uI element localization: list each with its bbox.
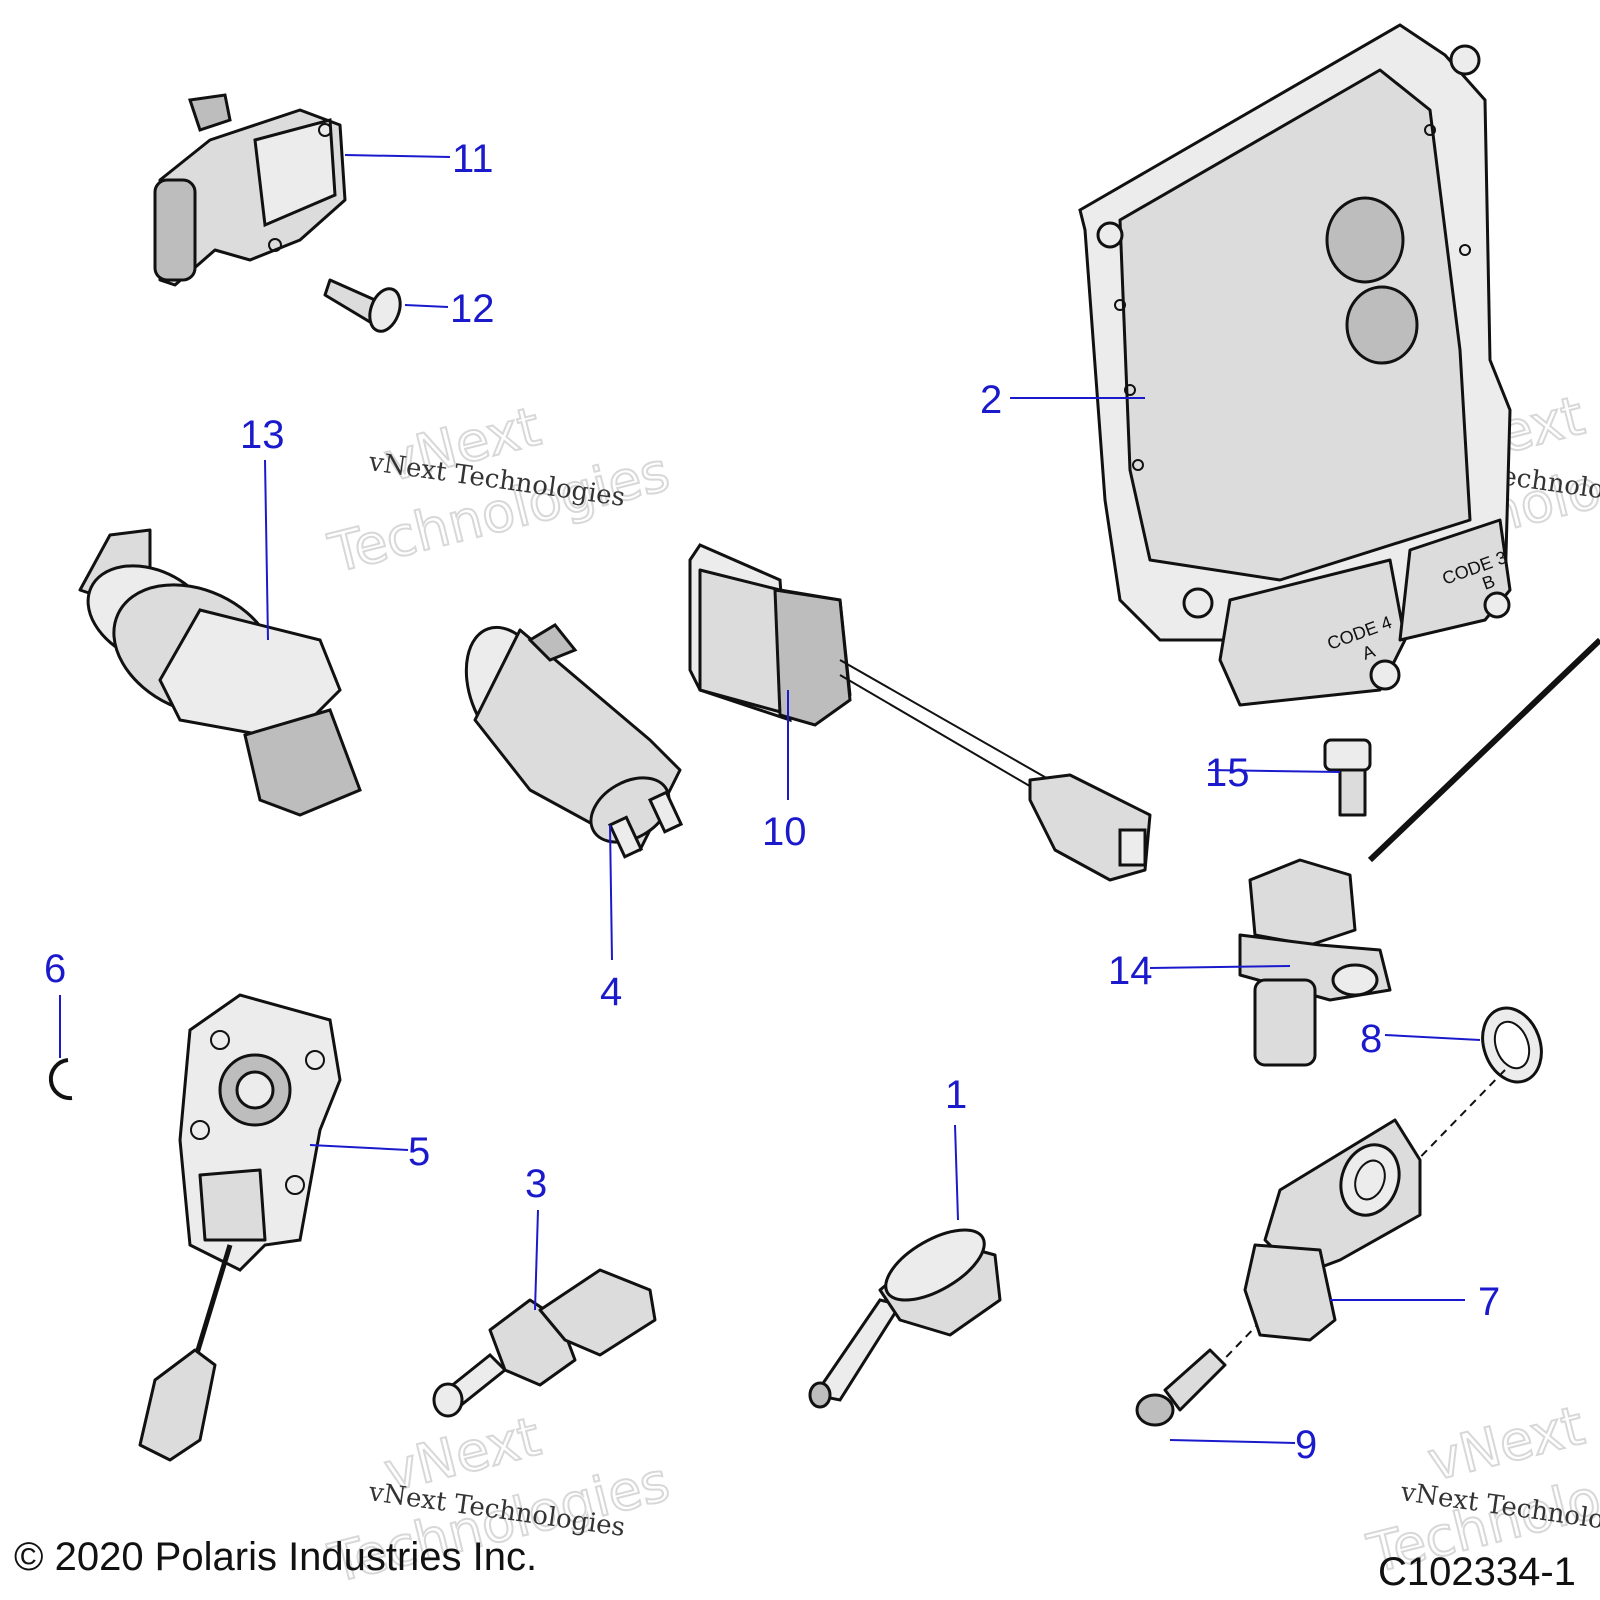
- callout-9: 9: [1295, 1423, 1317, 1467]
- leader-14: [1149, 965, 1291, 969]
- position-sensor-part-7: [1164, 1069, 1506, 1421]
- callout-7: 7: [1478, 1280, 1500, 1324]
- leader-4: [609, 824, 613, 961]
- leader-15: [1207, 769, 1341, 773]
- leader-9: [1169, 1439, 1296, 1444]
- callout-3: 3: [525, 1162, 547, 1206]
- callout-1: 1: [945, 1073, 967, 1117]
- o-ring-part-8: [1481, 1006, 1543, 1084]
- leader-1: [954, 1124, 959, 1221]
- leader-12: [404, 304, 449, 308]
- leader-13: [264, 459, 269, 641]
- leader-8: [1384, 1034, 1481, 1041]
- speed-sensor-part-14: [1238, 637, 1600, 1067]
- callout-14: 14: [1108, 949, 1153, 993]
- throttle-sensor-part-5: [138, 993, 342, 1462]
- callout-6: 6: [44, 947, 66, 991]
- screw-part-12: [323, 278, 402, 333]
- ignition-switch-part-13: [78, 528, 362, 817]
- air-temp-sensor-part-1: [808, 1228, 1002, 1409]
- leader-5: [309, 1144, 409, 1151]
- e-clip-part-6: [48, 1058, 73, 1101]
- callout-5: 5: [408, 1130, 430, 1174]
- copyright-text: © 2020 Polaris Industries Inc.: [14, 1535, 538, 1579]
- map-sensor-part-11: [153, 93, 347, 287]
- ecu-part-2: CODE 4 A CODE 3 B: [1078, 23, 1512, 707]
- leader-11: [344, 154, 451, 158]
- callout-15: 15: [1205, 751, 1250, 795]
- module-part-10: [688, 543, 1152, 882]
- callout-10: 10: [762, 810, 807, 854]
- bolt-part-15: [1323, 738, 1372, 817]
- callout-13: 13: [240, 413, 285, 457]
- pin-part-9: [1135, 1348, 1227, 1427]
- figure-id-text: C102334-1: [1378, 1550, 1576, 1594]
- temp-sensor-part-3: [432, 1268, 657, 1418]
- socket-part-4: [464, 623, 684, 859]
- callout-8: 8: [1360, 1017, 1382, 1061]
- callout-4: 4: [600, 970, 622, 1014]
- callout-12: 12: [450, 287, 495, 331]
- callout-11: 11: [452, 137, 494, 181]
- leader-3: [534, 1209, 539, 1311]
- callout-2: 2: [980, 378, 1002, 422]
